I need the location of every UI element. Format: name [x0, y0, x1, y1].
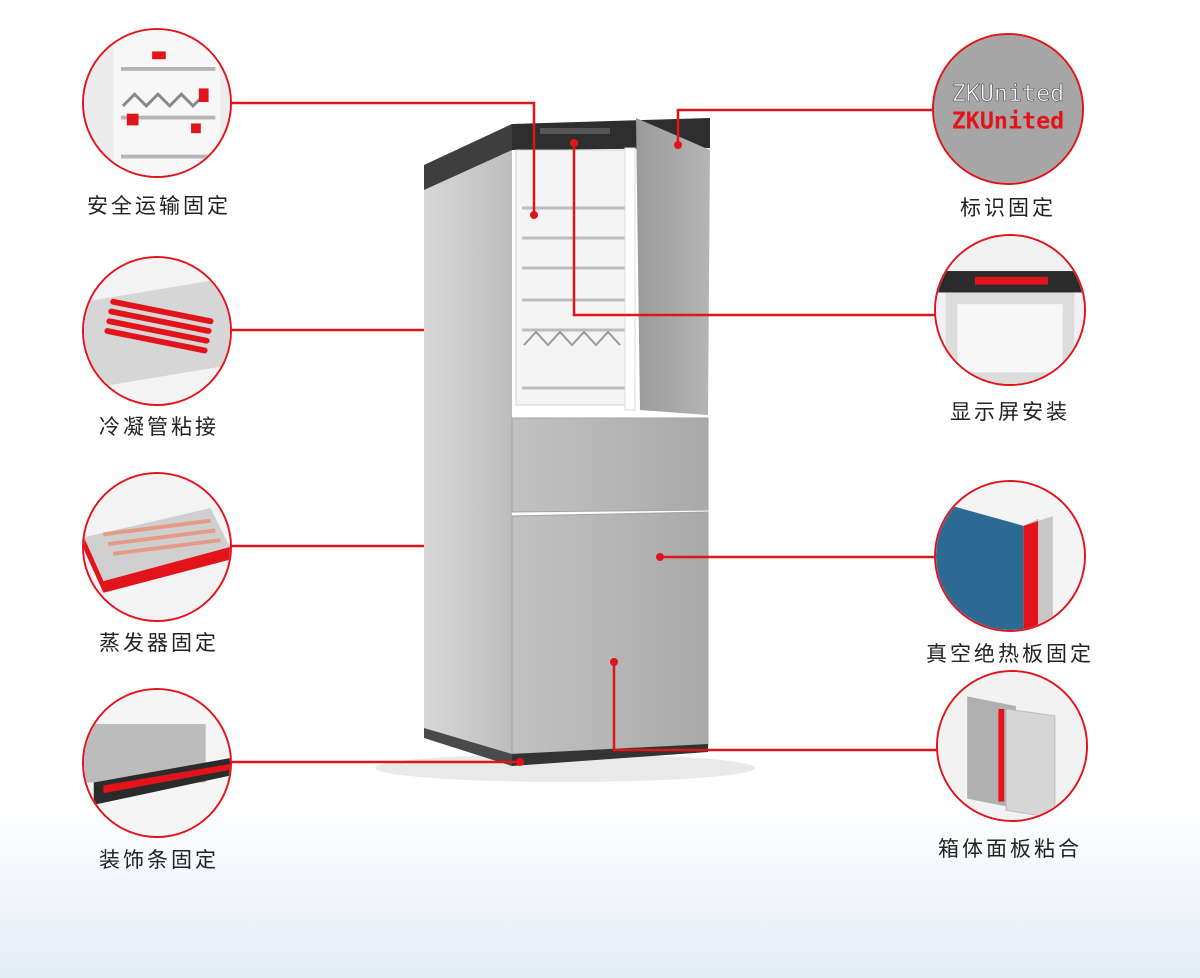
- cabinet-side: [424, 124, 512, 766]
- shelf-fixing-icon: [84, 30, 230, 176]
- logo-line-2: ZKUnited: [952, 106, 1065, 134]
- label-condenser-pipe: 冷凝管粘接: [99, 415, 219, 439]
- bubble-display-panel: [934, 234, 1086, 386]
- vacuum-panel-icon: [936, 482, 1084, 630]
- label-display-panel: 显示屏安装: [950, 400, 1070, 424]
- trim-strip-icon: [84, 690, 230, 836]
- bubble-evaporator: [82, 472, 232, 622]
- bubble-vacuum-panel: [934, 480, 1086, 632]
- bubble-shelf-fixing: [82, 28, 232, 178]
- connector-dots: [516, 139, 682, 766]
- cabinet-panel-icon: [938, 672, 1086, 820]
- bottom-door: [511, 511, 709, 755]
- bubble-trim-strip: [82, 688, 232, 838]
- logo-line-1: ZKUnited: [952, 79, 1065, 107]
- condenser-pipe-icon: [84, 258, 230, 404]
- label-shelf-fixing: 安全运输固定: [87, 194, 231, 218]
- bubble-logo-badge: ZKUnited ZKUnited: [932, 33, 1084, 185]
- label-vacuum-panel: 真空绝热板固定: [926, 642, 1094, 666]
- label-trim-strip: 装饰条固定: [99, 848, 219, 872]
- logo-badge-icon: ZKUnited ZKUnited: [934, 35, 1082, 183]
- bubble-condenser-pipe: [82, 256, 232, 406]
- connector-lines: [230, 101, 940, 764]
- evaporator-icon: [84, 474, 230, 620]
- display-panel-icon: [936, 236, 1084, 384]
- label-evaporator: 蒸发器固定: [99, 631, 219, 655]
- middle-drawer: [511, 417, 709, 513]
- open-door: [636, 118, 710, 415]
- label-logo-badge: 标识固定: [960, 196, 1056, 220]
- bubble-cabinet-panel: [936, 670, 1088, 822]
- label-cabinet-panel: 箱体面板粘合: [938, 837, 1082, 861]
